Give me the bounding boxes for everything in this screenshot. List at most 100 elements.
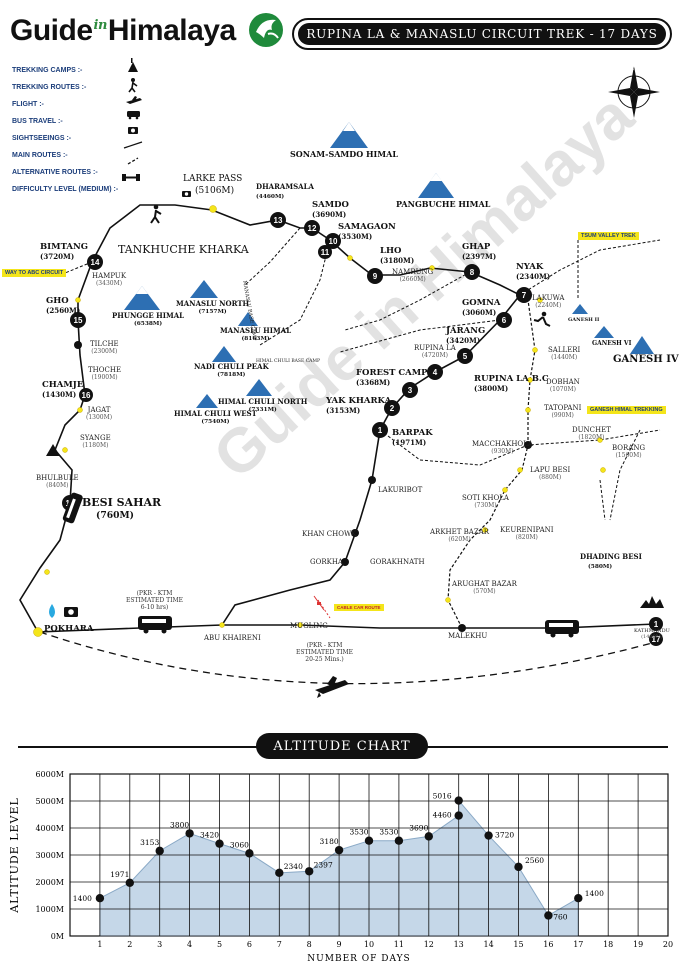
mountain-label: MANASLU NORTH(7157M) [176,299,250,316]
stop-label-jarang: JARANG(3420M) [446,326,486,345]
hiker-icon [150,204,162,224]
data-label: 3690 [409,823,428,832]
stop-label-besi: BESI SAHAR(760M) [82,496,162,521]
data-label: 3530 [349,828,368,837]
x-tick-label: 3 [157,940,162,949]
place-label: GORKHA [310,558,343,566]
trek-title-box: RUPINA LA & MANASLU CIRCUIT TREK - 17 DA… [292,18,672,50]
place-label: DOBHAN(1070M) [546,378,580,393]
mountain-label: HIMAL CHULI NORTH(7331M) [218,397,308,414]
x-tick-label: 16 [543,940,553,949]
x-tick-label: 19 [633,940,643,949]
plane-icon [126,96,142,104]
x-tick-label: 20 [663,940,673,949]
x-tick-label: 1 [97,940,102,949]
data-point [454,811,463,820]
data-point [334,845,344,855]
stop-label-rupina-bc: RUPINA LA B.C(3800M) [474,374,549,393]
bus-icon [545,620,579,638]
data-label: 4460 [433,811,452,820]
x-tick-label: 17 [573,940,583,949]
mountain-label: HIMAL CHULI WEST(7540M) [174,409,257,426]
y-tick-label: 0M [51,932,64,941]
place-label: LAPU BESI(880M) [530,466,571,481]
brand-logo[interactable]: GuideinHimalaya [10,14,236,48]
legend-item-routes: TREKKING ROUTES :- [12,84,87,91]
mountain-label: PANGBUCHE HIMAL [396,199,491,209]
legend-item-bus: BUS TRAVEL :- [12,118,63,125]
x-tick-label: 10 [364,940,374,949]
place-label: BORANG(1560M) [612,444,646,459]
data-label: 3060 [230,840,249,849]
y-tick-label: 3000M [35,851,64,860]
place-label: NAMRUNG(2660M) [392,268,434,283]
svg-text:1: 1 [378,426,383,435]
chart-title: ALTITUDE CHART [256,733,428,759]
data-point [544,911,553,920]
stop-label-forest: FOREST CAMP(3368M) [356,368,428,387]
bus-icon [138,616,172,634]
place-label: ARKHET BAZAR(620M) [430,528,490,543]
place-label: SOTI KHOLA(730M) [462,494,509,509]
route-map: 1 2 3 4 5 6 7 8 9 10 11 12 13 14 15 16 1… [19,122,664,698]
plane-icon [315,676,349,698]
legend-item-flight: FLIGHT :- [12,101,44,108]
road-stop-markers [74,341,532,632]
hiker-icon [128,78,138,93]
y-tick-label: 4000M [35,824,64,833]
data-point [185,829,194,838]
data-point [245,849,254,858]
place-label: MACCHAKHOLA(930M) [472,440,533,455]
mountain-label: MANASLU HIMAL(8163M) [220,326,292,343]
legend-item-main-routes: MAIN ROUTES :- [12,152,68,159]
x-tick-label: 13 [454,940,464,949]
svg-text:9: 9 [373,272,378,281]
data-label: 3530 [379,828,398,837]
place-label: ABU KHAIRENI [204,634,261,642]
tag-abc-circuit[interactable]: WAY TO ABC CIRCUIT [2,269,67,277]
water-drop-icon [49,604,55,618]
svg-text:6: 6 [502,316,507,325]
camp-icon [128,58,138,72]
stop-label-larke: LARKE PASS [183,174,243,184]
svg-text:8: 8 [470,268,475,277]
mountain-label: GANESH VI [592,340,632,347]
x-tick-label: 5 [217,940,222,949]
data-point [484,831,493,840]
place-label: LAKUWA(2240M) [532,294,565,309]
data-point [275,868,284,878]
data-point [125,878,134,887]
stop-label-dharamsala: DHARAMSALA(4460M) [256,182,314,200]
place-label: HAMPUK(3430M) [92,272,127,287]
logo-text-mid: in [93,18,108,33]
bus-icon [127,111,140,120]
svg-text:4: 4 [433,368,438,377]
mountain-label: GANESH IV [613,354,679,365]
x-tick-label: 4 [187,940,192,949]
x-tick-label: 6 [247,940,252,949]
tag-ganesh-trekking[interactable]: GANESH HIMAL TREKKING [587,406,666,414]
x-tick-label: 2 [127,940,132,949]
y-tick-label: 5000M [35,797,64,806]
data-label: 2340 [284,862,303,871]
place-label: SALLERI(1440M) [548,346,581,361]
svg-text:10: 10 [329,237,338,246]
mountain-icons [124,122,654,408]
svg-text:7: 7 [522,291,527,300]
y-tick-label: 6000M [35,770,64,779]
data-label: 3153 [140,838,159,847]
tag-tsum-valley[interactable]: TSUM VALLEY TREK [578,232,639,240]
logo-emblem-icon [249,13,283,47]
y-tick-label: 1000M [35,905,64,914]
mountain-label: GANESH II [568,317,600,323]
svg-text:16: 16 [82,391,91,400]
data-label: 3800 [170,820,189,829]
stop-label-ghap: GHAP(2397M) [462,242,497,261]
legend-icons [122,58,143,181]
camera-icon [182,191,191,197]
x-tick-label: 8 [307,940,312,949]
data-point [305,867,314,876]
data-label: 3720 [495,831,514,840]
stop-label-gomna: GOMNA(3060M) [462,298,501,317]
place-label: MUGLING [290,622,328,630]
